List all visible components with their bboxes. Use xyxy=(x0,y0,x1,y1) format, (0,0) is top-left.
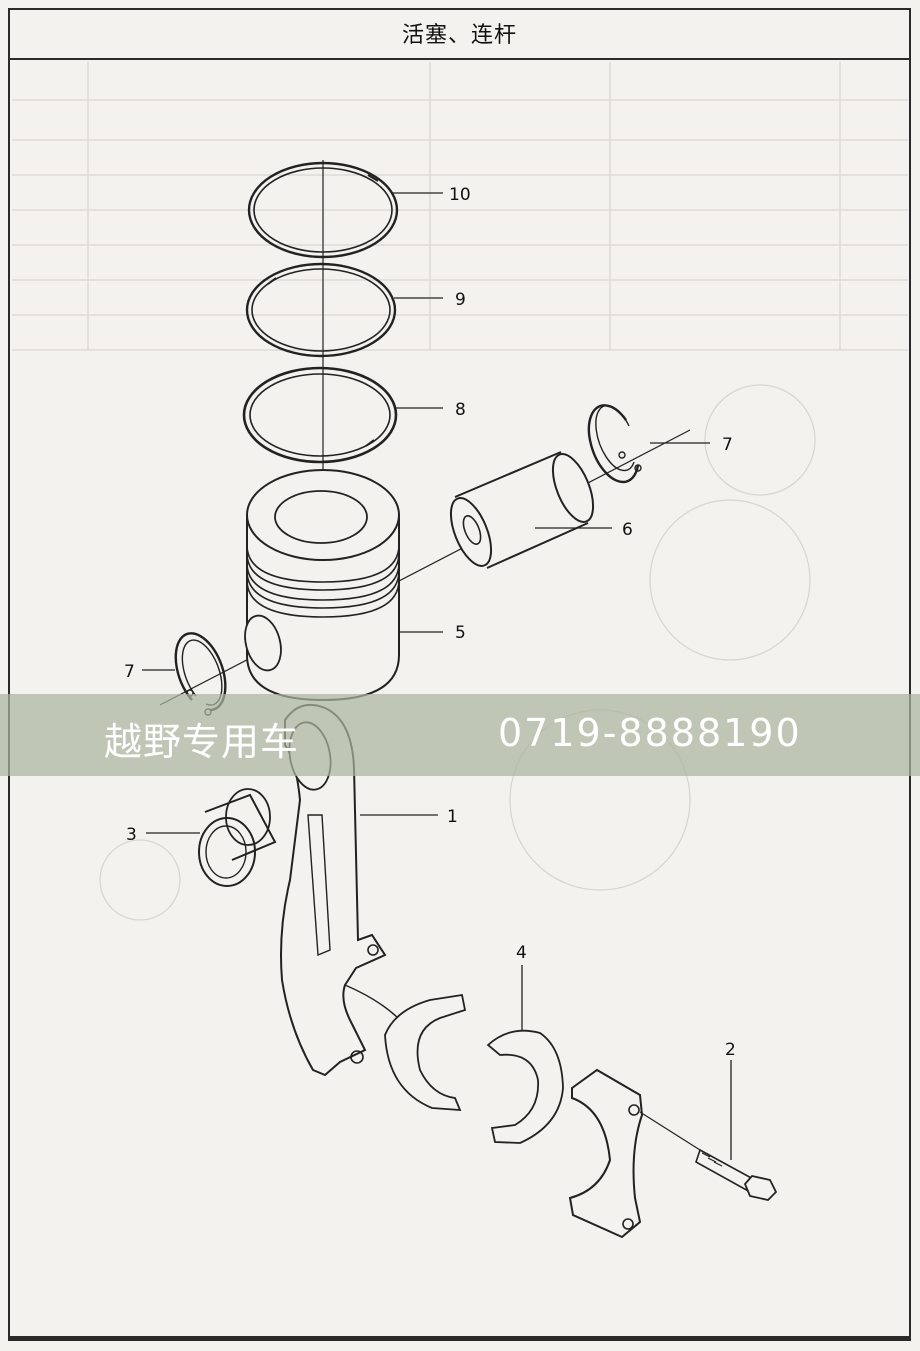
bottom-rule xyxy=(8,1336,911,1339)
watermark-phone-text: 0719-8888190 xyxy=(498,711,802,755)
page-frame xyxy=(8,8,911,1341)
piston-ring-8 xyxy=(242,366,398,464)
callout-8: 8 xyxy=(455,400,466,420)
rod-bolt-2 xyxy=(639,1111,778,1201)
bearing-shell-upper xyxy=(384,993,467,1112)
callout-5: 5 xyxy=(455,623,466,643)
callout-2: 2 xyxy=(725,1040,736,1060)
watermark-band: 越野专用车 0719-8888190 xyxy=(0,694,920,776)
pin-axis-line xyxy=(159,429,691,706)
callout-7-top: 7 xyxy=(722,435,733,455)
watermark-brand-text: 越野专用车 xyxy=(104,720,300,764)
piston-5 xyxy=(244,469,400,702)
bleed-through-ghost xyxy=(12,62,908,921)
leader-lines xyxy=(142,192,732,1160)
callout-3: 3 xyxy=(126,825,137,845)
callout-1: 1 xyxy=(447,807,458,827)
callout-6: 6 xyxy=(622,520,633,540)
title-row: 活塞、连杆 xyxy=(8,8,911,60)
piston-ring-9 xyxy=(245,262,397,358)
callout-4: 4 xyxy=(516,943,527,963)
page-title: 活塞、连杆 xyxy=(401,23,517,48)
bearing-shell-4 xyxy=(486,1029,564,1144)
callout-10: 10 xyxy=(449,185,471,205)
piston-pin-6 xyxy=(449,451,595,569)
callout-7-left: 7 xyxy=(124,662,135,682)
snap-ring-7-top xyxy=(587,404,642,484)
callout-9: 9 xyxy=(455,290,466,310)
bushing-3 xyxy=(198,788,277,887)
piston-ring-10 xyxy=(247,161,399,259)
rod-cap xyxy=(568,1068,644,1239)
